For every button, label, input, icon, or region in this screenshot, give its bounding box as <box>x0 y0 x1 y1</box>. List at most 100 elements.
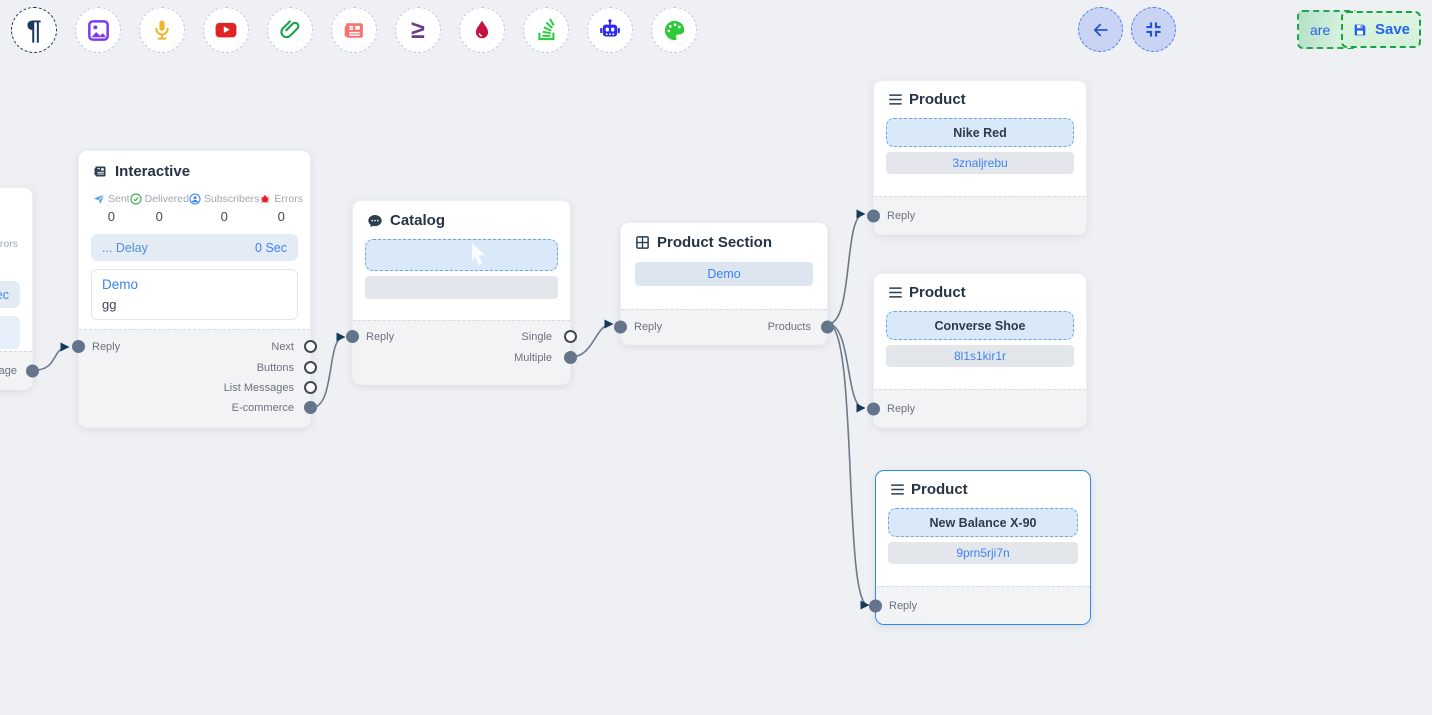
save-button[interactable]: Save <box>1341 11 1421 48</box>
stat-label: Errors <box>274 193 304 205</box>
stat-label: Sent <box>108 193 130 205</box>
input-handle-reply[interactable] <box>72 340 85 353</box>
output-handle-products[interactable] <box>821 320 834 334</box>
image-icon <box>87 19 109 41</box>
input-label: Reply <box>889 599 918 612</box>
output-handle-ecommerce[interactable] <box>304 401 317 414</box>
output-handle-message[interactable] <box>26 364 39 377</box>
input-handle-reply[interactable] <box>867 402 880 415</box>
input-label: Reply <box>634 321 663 333</box>
message-node-partial[interactable]: Errors 0 0 Sec Message <box>0 187 39 390</box>
product-name-field[interactable]: Nike Red <box>886 118 1074 147</box>
catalog-field-secondary[interactable] <box>365 276 558 299</box>
back-button[interactable] <box>1078 7 1123 52</box>
image-node-button[interactable] <box>75 7 121 53</box>
output-label: Single <box>521 331 552 343</box>
delay-row[interactable]: ... Delay 0 Sec <box>91 234 298 261</box>
output-label: List Messages <box>223 382 294 394</box>
output-label: E-commerce <box>231 402 294 414</box>
template-node-button[interactable] <box>331 7 377 53</box>
retailer-id-field[interactable]: 8l1s1kir1r <box>886 345 1074 367</box>
delay-label: ... Delay <box>102 240 148 255</box>
section-chip[interactable]: Demo <box>635 262 813 286</box>
edge-multiple-to-product-section <box>570 319 614 358</box>
menu-lines-icon <box>889 287 902 298</box>
paperclip-icon <box>280 20 300 39</box>
back-arrow-icon <box>1093 23 1108 36</box>
delay-value: 0 Sec <box>255 240 287 255</box>
node-title: Catalog <box>390 212 446 229</box>
output-handle-buttons[interactable] <box>304 361 317 374</box>
stat-label: Subscribers <box>203 193 260 205</box>
product-name-field[interactable]: Converse Shoe <box>886 311 1074 340</box>
product-name-field[interactable]: New Balance X-90 <box>888 508 1078 537</box>
text-node-button[interactable]: ¶ <box>11 7 57 53</box>
droplet-icon <box>475 20 489 39</box>
newspaper-icon <box>344 22 363 38</box>
chat-bubble-icon <box>368 214 382 227</box>
node-title: Product <box>909 91 966 108</box>
output-handle-single[interactable] <box>564 330 577 343</box>
audio-node-button[interactable] <box>139 7 185 53</box>
node-title: Interactive <box>115 163 191 180</box>
sequence-node-button[interactable] <box>523 7 569 53</box>
edge-products-to-product2 <box>827 323 866 413</box>
video-node-button[interactable] <box>203 7 249 53</box>
edge-message-to-interactive <box>34 342 70 371</box>
product-node-2[interactable]: Product Converse Shoe 8l1s1kir1r Reply <box>867 273 1087 428</box>
input-label: Reply <box>887 209 916 222</box>
hidden-button-text: are <box>1310 21 1331 38</box>
interactive-node[interactable]: Interactive Sent 0 Delivered 0 Subscribe… <box>72 150 317 428</box>
output-label: Next <box>271 341 294 353</box>
product-node-1[interactable]: Product Nike Red 3znaljrebu Reply <box>867 80 1087 235</box>
output-label: Multiple <box>514 352 552 364</box>
output-handle-list-messages[interactable] <box>304 381 317 394</box>
stat-value: 0 <box>220 209 228 224</box>
product-section-node[interactable]: Product Section Demo Reply Products <box>614 222 834 345</box>
menu-lines-icon <box>889 94 902 105</box>
stat-value: 0 <box>0 254 18 269</box>
input-handle-reply[interactable] <box>867 209 880 222</box>
table-grid-icon <box>636 236 649 249</box>
node-title: Product <box>911 481 968 498</box>
delay-value: 0 Sec <box>0 287 9 302</box>
bot-node-button[interactable] <box>587 7 633 53</box>
output-label: Products <box>767 321 811 333</box>
catalog-field[interactable] <box>365 239 558 271</box>
condition-node-button[interactable]: ≥ <box>395 7 441 53</box>
catalog-node[interactable]: Catalog Reply Single Multiple <box>346 200 577 385</box>
message-preview-box[interactable] <box>0 316 20 349</box>
stack-icon <box>537 17 555 40</box>
compress-icon <box>1146 22 1161 37</box>
message-body: gg <box>102 297 117 312</box>
edge-products-to-product3 <box>827 323 870 610</box>
retailer-id-field[interactable]: 3znaljrebu <box>886 152 1074 174</box>
drip-node-button[interactable] <box>459 7 505 53</box>
subscriber-icon <box>189 193 201 205</box>
product-node-3[interactable]: Product New Balance X-90 9prn5rji7n Repl… <box>869 470 1091 625</box>
edge-products-to-product1 <box>827 209 866 325</box>
youtube-icon <box>215 22 237 38</box>
node-title: Product Section <box>657 234 773 251</box>
send-icon <box>94 194 105 204</box>
output-handle-next[interactable] <box>304 340 317 353</box>
output-handle-multiple[interactable] <box>564 351 577 364</box>
pilcrow-icon: ¶ <box>26 14 42 45</box>
robot-icon <box>600 19 620 37</box>
fit-view-button[interactable] <box>1131 7 1176 52</box>
retailer-id-field[interactable]: 9prn5rji7n <box>888 542 1078 564</box>
input-handle-reply[interactable] <box>614 320 627 334</box>
input-label: Reply <box>366 331 395 343</box>
gte-icon: ≥ <box>411 15 425 44</box>
node-type-toolbar: ¶ <box>11 7 697 53</box>
input-label: Reply <box>887 402 916 415</box>
file-node-button[interactable] <box>267 7 313 53</box>
save-label: Save <box>1374 21 1411 38</box>
node-title: Product <box>909 284 966 301</box>
input-label: Reply <box>92 341 121 353</box>
message-preview-box[interactable]: Demo gg <box>91 269 298 320</box>
input-handle-reply[interactable] <box>346 330 359 343</box>
theme-node-button[interactable] <box>651 7 697 53</box>
interactive-icon <box>94 166 106 177</box>
input-handle-reply[interactable] <box>869 599 882 612</box>
